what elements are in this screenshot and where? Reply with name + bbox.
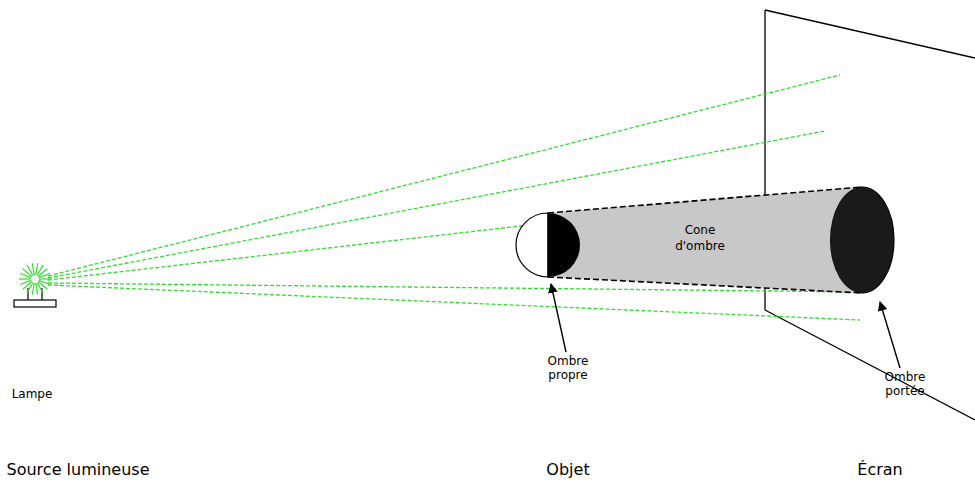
- cone-outline: [540, 180, 900, 340]
- cone-edge: [548, 277, 862, 293]
- leader-arrow: [880, 302, 900, 368]
- cone-edge: [548, 187, 862, 213]
- cone-label: Cone d'ombre: [665, 222, 735, 254]
- cone-fill: [548, 187, 862, 293]
- leader-arrow: [551, 284, 566, 352]
- object-sphere: [516, 213, 580, 277]
- caption-label: Source lumineuse: [7, 460, 150, 480]
- caption-label: Objet: [546, 460, 589, 480]
- lamp-label: Lampe: [12, 387, 53, 401]
- part-label: Ombre propre: [538, 354, 598, 382]
- cast-shadow: [830, 187, 894, 293]
- part-label: Ombre portée: [875, 370, 935, 398]
- shadow-cone: Cone d'ombre: [540, 180, 900, 340]
- caption-label: Écran: [857, 460, 902, 480]
- light-rays: [48, 75, 862, 320]
